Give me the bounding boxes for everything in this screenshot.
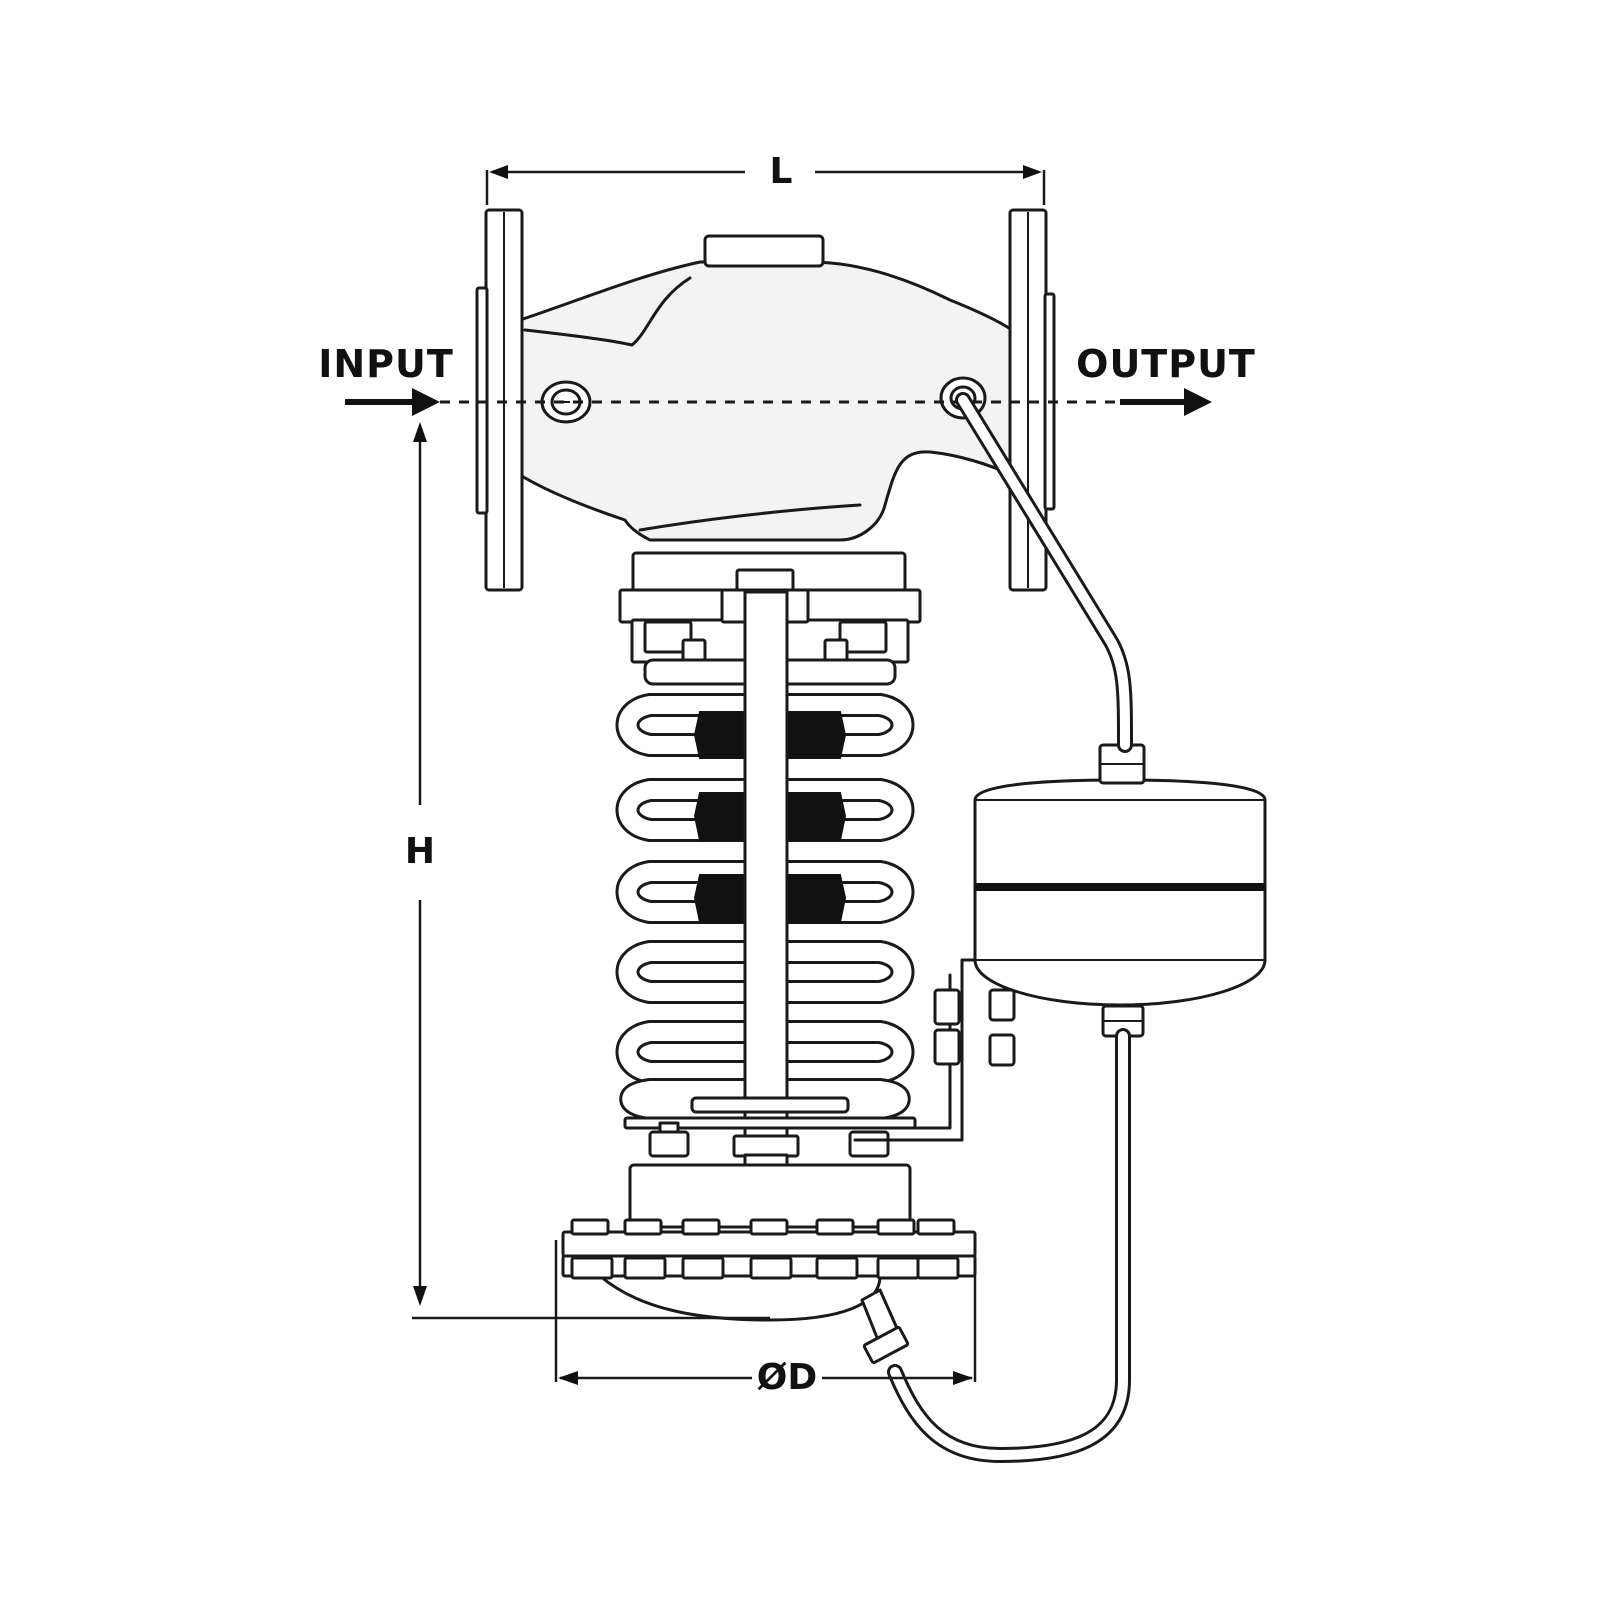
dimension-l	[485, 165, 1046, 205]
input-label: INPUT	[318, 342, 454, 386]
diaphragm-housing	[561, 1163, 977, 1365]
output-arrow	[1120, 388, 1212, 416]
spring	[615, 693, 915, 1120]
dimension-h	[412, 422, 770, 1320]
impulse-pipe-upper	[955, 392, 1133, 753]
spring-seat	[623, 1096, 917, 1171]
height-label: H	[404, 831, 436, 872]
output-label: OUTPUT	[1076, 342, 1256, 386]
length-label: L	[769, 151, 793, 192]
diameter-label: ØD	[756, 1357, 818, 1398]
input-arrow	[345, 388, 440, 416]
impulse-pipe-lower	[887, 1028, 1131, 1464]
dimension-d	[554, 1240, 977, 1385]
spindle	[743, 590, 789, 1139]
control-chamber	[853, 743, 1267, 1142]
